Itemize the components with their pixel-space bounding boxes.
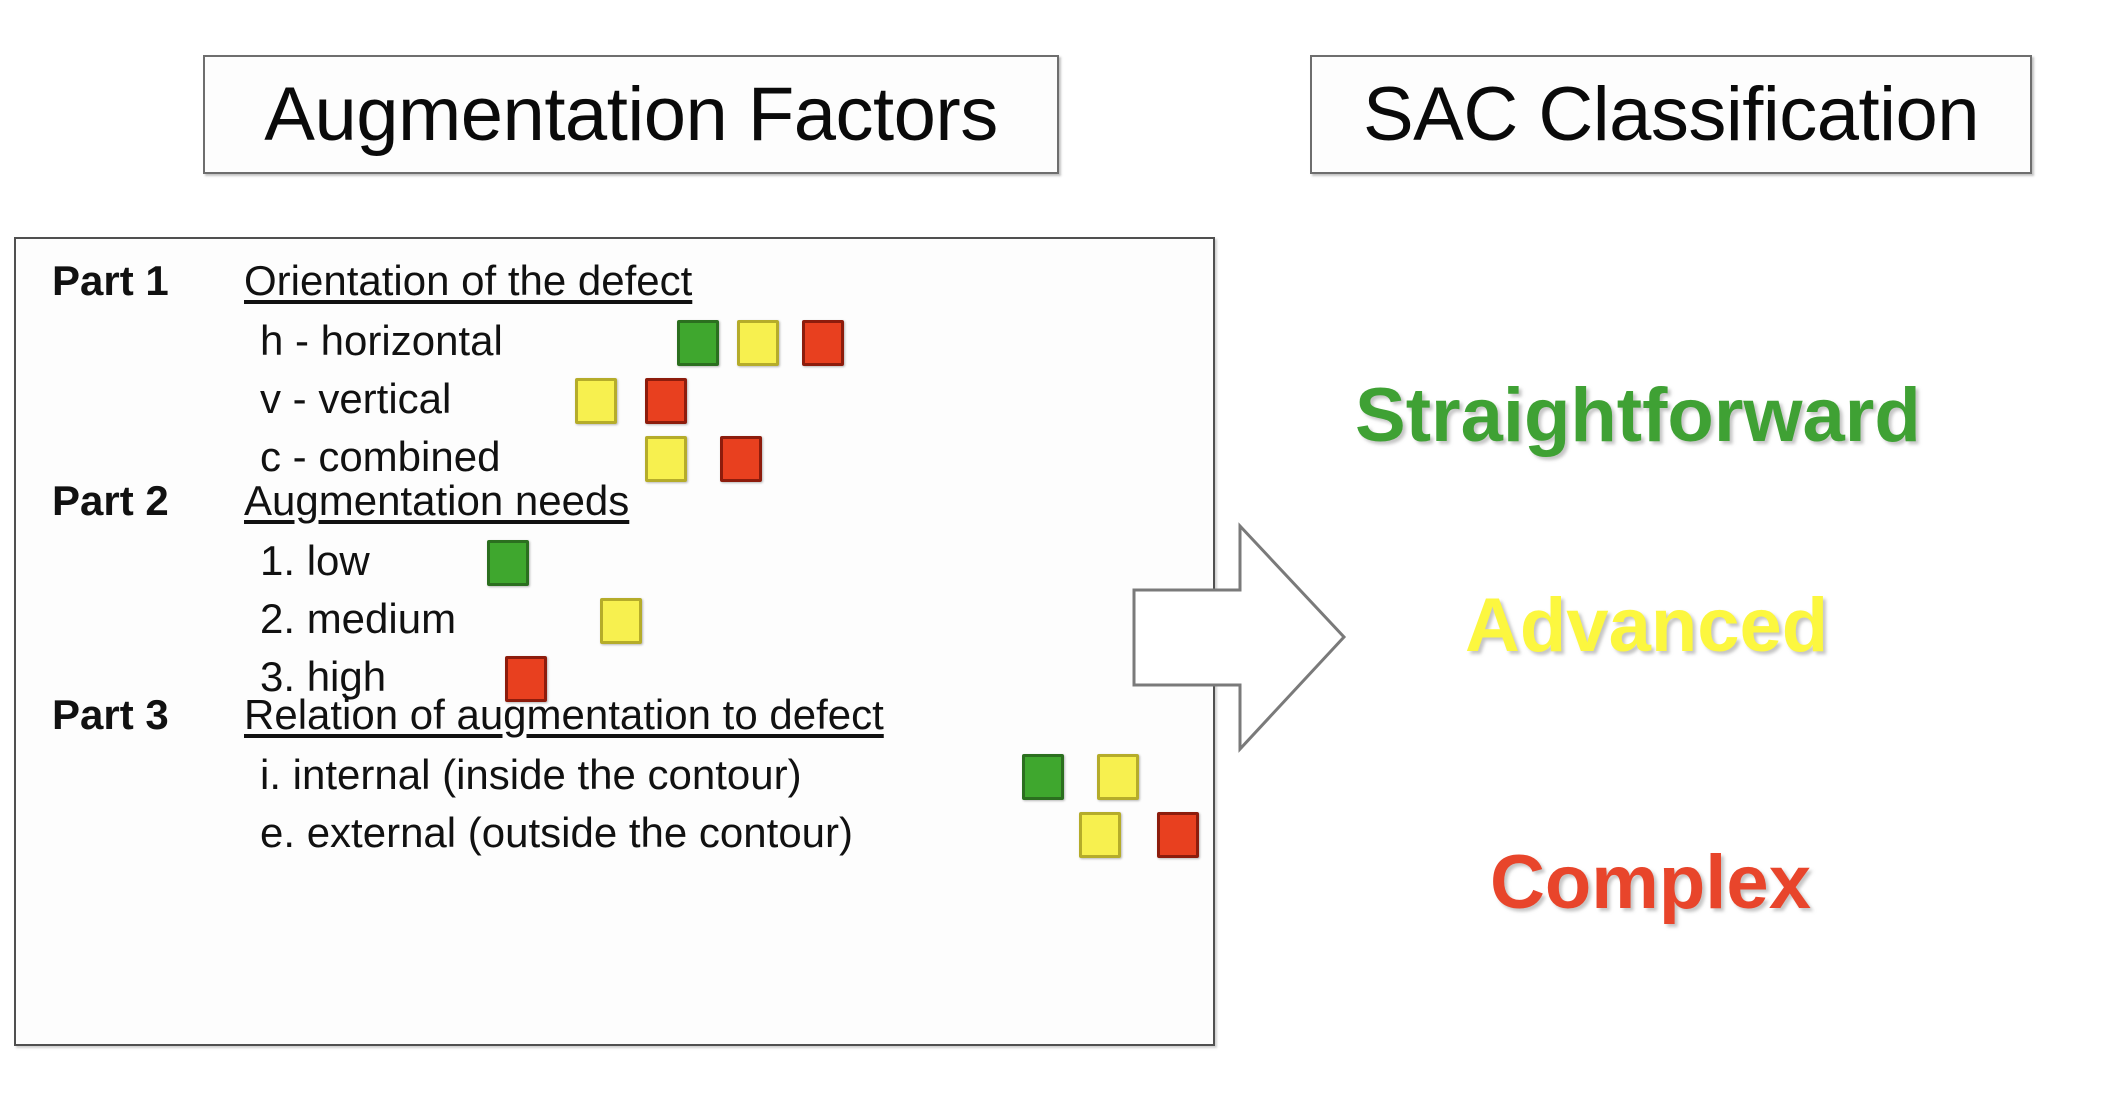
part-title-2: Augmentation needs <box>244 477 630 524</box>
factor-item-label: i. internal (inside the contour) <box>260 751 802 798</box>
classification-label-straightforward: Straightforward <box>1355 373 1921 458</box>
severity-chip-green <box>1022 754 1064 800</box>
header-box-sac-classification: SAC Classification <box>1310 55 2032 174</box>
augmentation-factors-panel: Part 1 Orientation of the defect h - horiz… <box>14 237 1215 1046</box>
factor-item-label: c - combined <box>260 433 501 480</box>
severity-chip-red <box>802 320 844 366</box>
part-label-2: Part 2 <box>52 477 169 524</box>
classification-label-complex: Complex <box>1490 840 1811 925</box>
header-title-right: SAC Classification <box>1362 71 1980 157</box>
factor-item-row: i. internal (inside the contour) <box>16 754 1213 808</box>
factor-item-label: 2. medium <box>260 595 457 642</box>
factor-item-row: 1. low <box>16 540 1213 594</box>
severity-chip-red <box>720 436 762 482</box>
factor-item-row: v - vertical <box>16 378 1213 432</box>
header-box-augmentation-factors: Augmentation Factors <box>203 55 1059 174</box>
severity-chip-yellow <box>737 320 779 366</box>
part-title-1: Orientation of the defect <box>244 257 693 304</box>
part-title-3: Relation of augmentation to defect <box>244 691 884 738</box>
factor-item-row: h - horizontal <box>16 320 1213 374</box>
factor-item-row: 2. medium <box>16 598 1213 652</box>
factor-item-label: 1. low <box>260 537 370 584</box>
factor-item-label: e. external (outside the contour) <box>260 809 854 856</box>
severity-chip-green <box>487 540 529 586</box>
severity-chip-red <box>645 378 687 424</box>
part-label-3: Part 3 <box>52 691 169 738</box>
factor-item-label: v - vertical <box>260 375 452 422</box>
header-title-left: Augmentation Factors <box>264 71 998 157</box>
severity-chip-red <box>505 656 547 702</box>
severity-chip-yellow <box>1097 754 1139 800</box>
part-label-1: Part 1 <box>52 257 169 304</box>
severity-chip-yellow <box>645 436 687 482</box>
classification-label-advanced: Advanced <box>1465 583 1829 668</box>
factor-item-label: 3. high <box>260 653 387 700</box>
factor-item-label: h - horizontal <box>260 317 503 364</box>
severity-chip-yellow <box>1079 812 1121 858</box>
factor-item-row: e. external (outside the contour) <box>16 812 1213 866</box>
severity-chip-red <box>1157 812 1199 858</box>
factor-item-row: c - combined <box>16 436 1213 490</box>
severity-chip-green <box>677 320 719 366</box>
severity-chip-yellow <box>600 598 642 644</box>
factor-item-row: 3. high <box>16 656 1213 710</box>
severity-chip-yellow <box>575 378 617 424</box>
